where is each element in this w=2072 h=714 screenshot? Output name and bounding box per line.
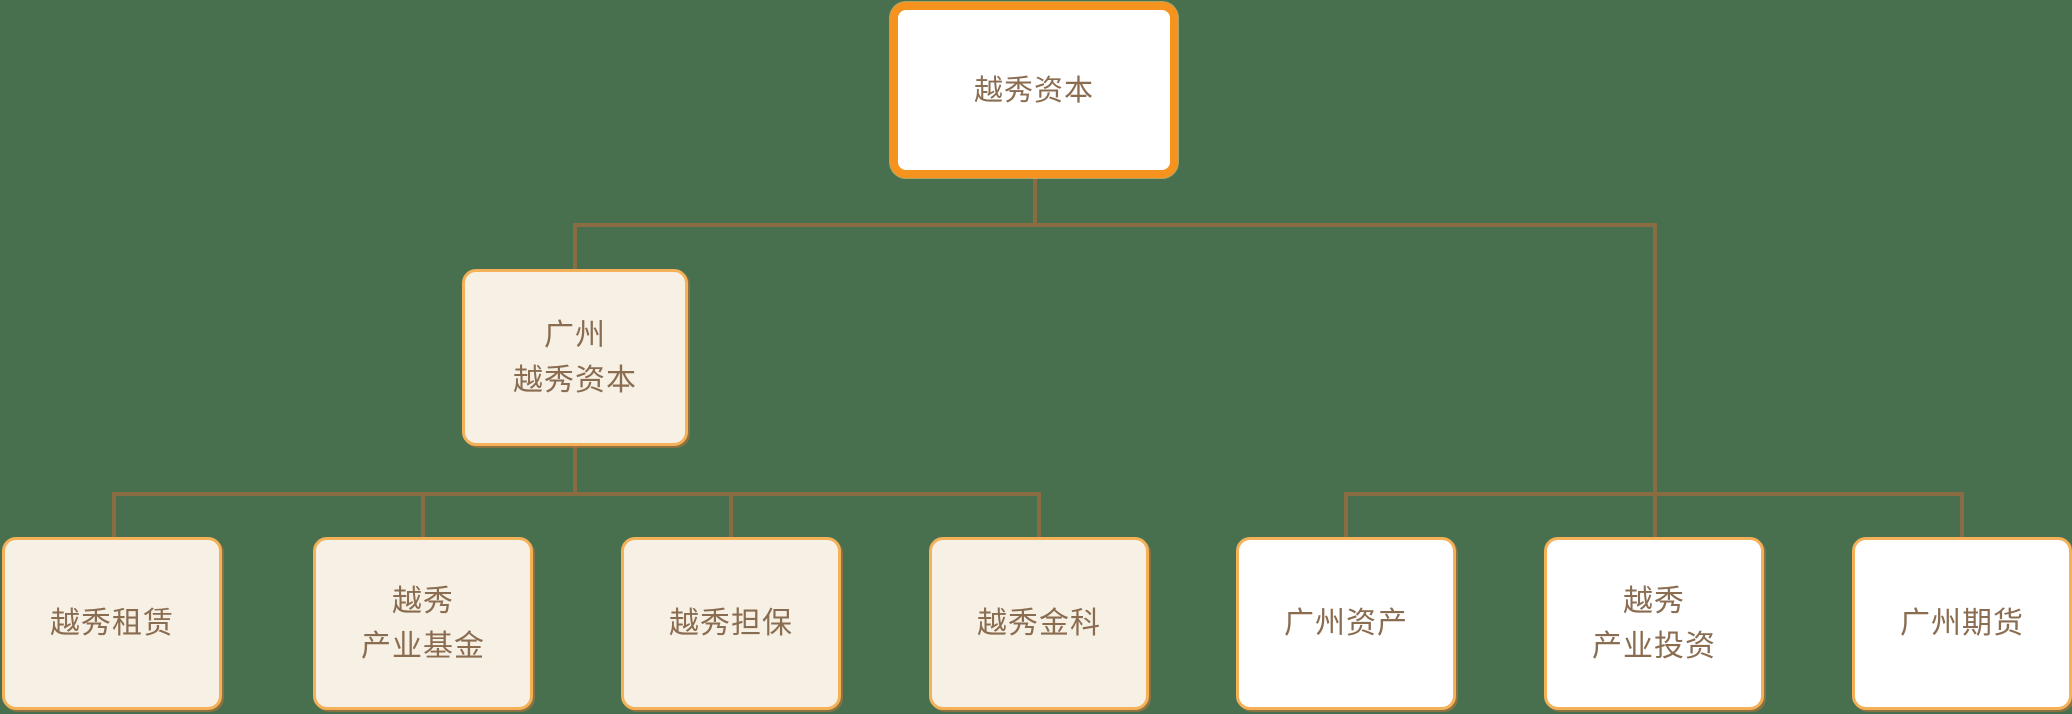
connector-rail-right-group	[1344, 492, 1964, 496]
connector-stub-c2	[421, 492, 425, 537]
connector-stub-c4	[1037, 492, 1041, 537]
connector-l2-bottom-stub	[573, 446, 577, 494]
connector-root-drop	[1033, 178, 1037, 225]
org-node-yuexiu-fintech: 越秀金科	[929, 537, 1149, 710]
connector-right-branch-drop	[1653, 223, 1657, 539]
org-node-yuexiu-industrial-investment: 越秀 产业投资	[1544, 537, 1764, 710]
org-node-guangzhou-assets: 广州资产	[1236, 537, 1456, 710]
connector-stub-c5	[1344, 492, 1348, 537]
org-node-guangzhou-futures: 广州期货	[1852, 537, 2072, 710]
connector-stub-c7	[1960, 492, 1964, 537]
connector-l2-top-stub	[573, 223, 577, 269]
connector-rail-left-group	[112, 492, 1041, 496]
org-node-yuexiu-leasing: 越秀租赁	[2, 537, 222, 710]
connector-stub-c1	[112, 492, 116, 537]
org-node-yuexiu-industrial-fund: 越秀 产业基金	[313, 537, 533, 710]
connector-stub-c3	[729, 492, 733, 537]
connector-rail-level1	[573, 223, 1657, 227]
org-node-yuexiu-guarantee: 越秀担保	[621, 537, 841, 710]
org-node-yuexiu-capital: 越秀资本	[890, 2, 1178, 178]
org-node-guangzhou-yuexiu-capital: 广州 越秀资本	[462, 269, 688, 446]
